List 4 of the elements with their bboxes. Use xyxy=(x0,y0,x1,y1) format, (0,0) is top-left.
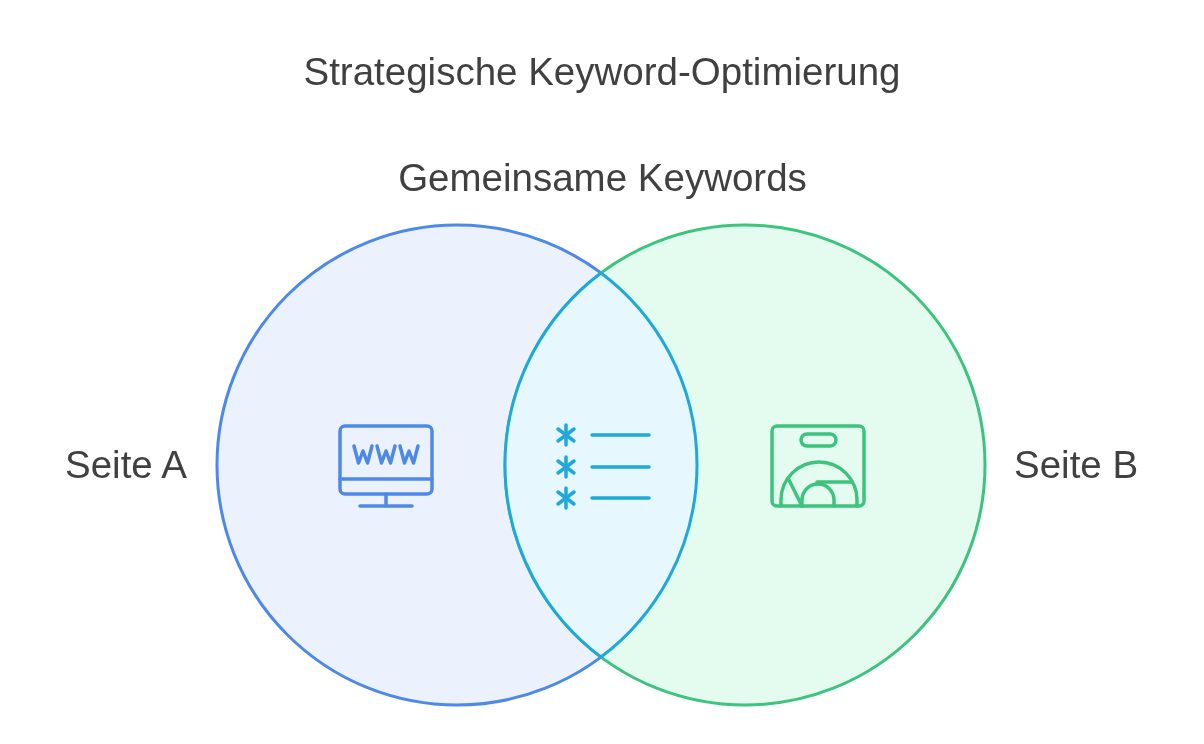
diagram-title: Strategische Keyword-Optimierung xyxy=(302,50,902,94)
overlap-label: Gemeinsame Keywords xyxy=(397,156,808,200)
circle-label: Seite A xyxy=(65,443,187,487)
circle-label: Seite B xyxy=(1014,443,1139,487)
